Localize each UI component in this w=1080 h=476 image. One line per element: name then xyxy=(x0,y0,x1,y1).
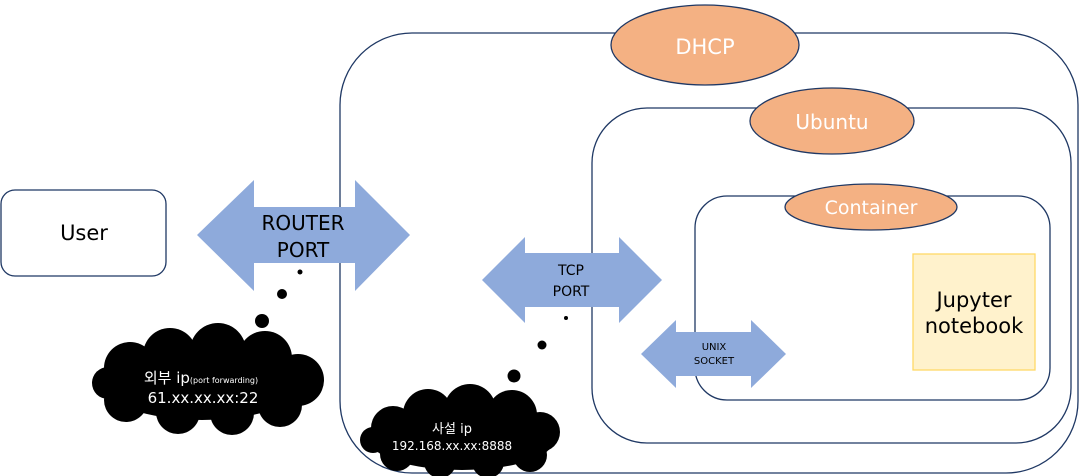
router-port-label-line2: PORT xyxy=(277,238,330,262)
router-port-label-line1: ROUTER xyxy=(261,211,344,235)
external-ip-address: 61.xx.xx.xx:22 xyxy=(148,389,259,407)
private-ip-cloud xyxy=(360,384,560,476)
ubuntu-ellipse xyxy=(749,87,915,155)
tcp-port-label-line2: PORT xyxy=(553,284,590,300)
tcp-port-label-line1: TCP xyxy=(557,263,584,279)
container-label: Container xyxy=(825,197,918,219)
unix-socket-arrow xyxy=(641,320,786,388)
jupyter-label-line2: notebook xyxy=(925,314,1024,338)
unix-socket-label-line1: UNIX xyxy=(702,342,727,353)
private-ip-address: 192.168.xx.xx:8888 xyxy=(392,439,512,453)
ubuntu-label: Ubuntu xyxy=(795,110,868,134)
external-ip-sublabel: (port forwarding) xyxy=(190,376,258,385)
jupyter-label-line1: Jupyter xyxy=(934,288,1011,312)
dhcp-ellipse xyxy=(610,4,800,86)
router-port-arrow xyxy=(197,180,410,291)
user-label: User xyxy=(60,221,108,245)
external-ip-label: 외부 ip xyxy=(144,369,190,387)
external-cloud-dot-small xyxy=(297,269,303,275)
external-cloud-dot-medium xyxy=(277,289,287,299)
external-ip-cloud xyxy=(92,323,324,435)
dhcp-label: DHCP xyxy=(675,35,734,59)
private-cloud-dot-small xyxy=(564,316,568,320)
container-ellipse xyxy=(784,183,958,231)
user-box xyxy=(0,189,167,277)
private-cloud-dot-medium xyxy=(537,340,547,350)
private-cloud-dot-large xyxy=(507,369,521,383)
private-ip-label: 사설 ip xyxy=(432,422,472,437)
jupyter-notebook-box xyxy=(912,253,1036,371)
unix-socket-label-line2: SOCKET xyxy=(694,356,735,367)
svg-text:외부 ip(port forwarding): 외부 ip(port forwarding) xyxy=(144,369,258,387)
external-cloud-dot-large xyxy=(255,314,269,328)
tcp-port-arrow xyxy=(482,237,662,323)
